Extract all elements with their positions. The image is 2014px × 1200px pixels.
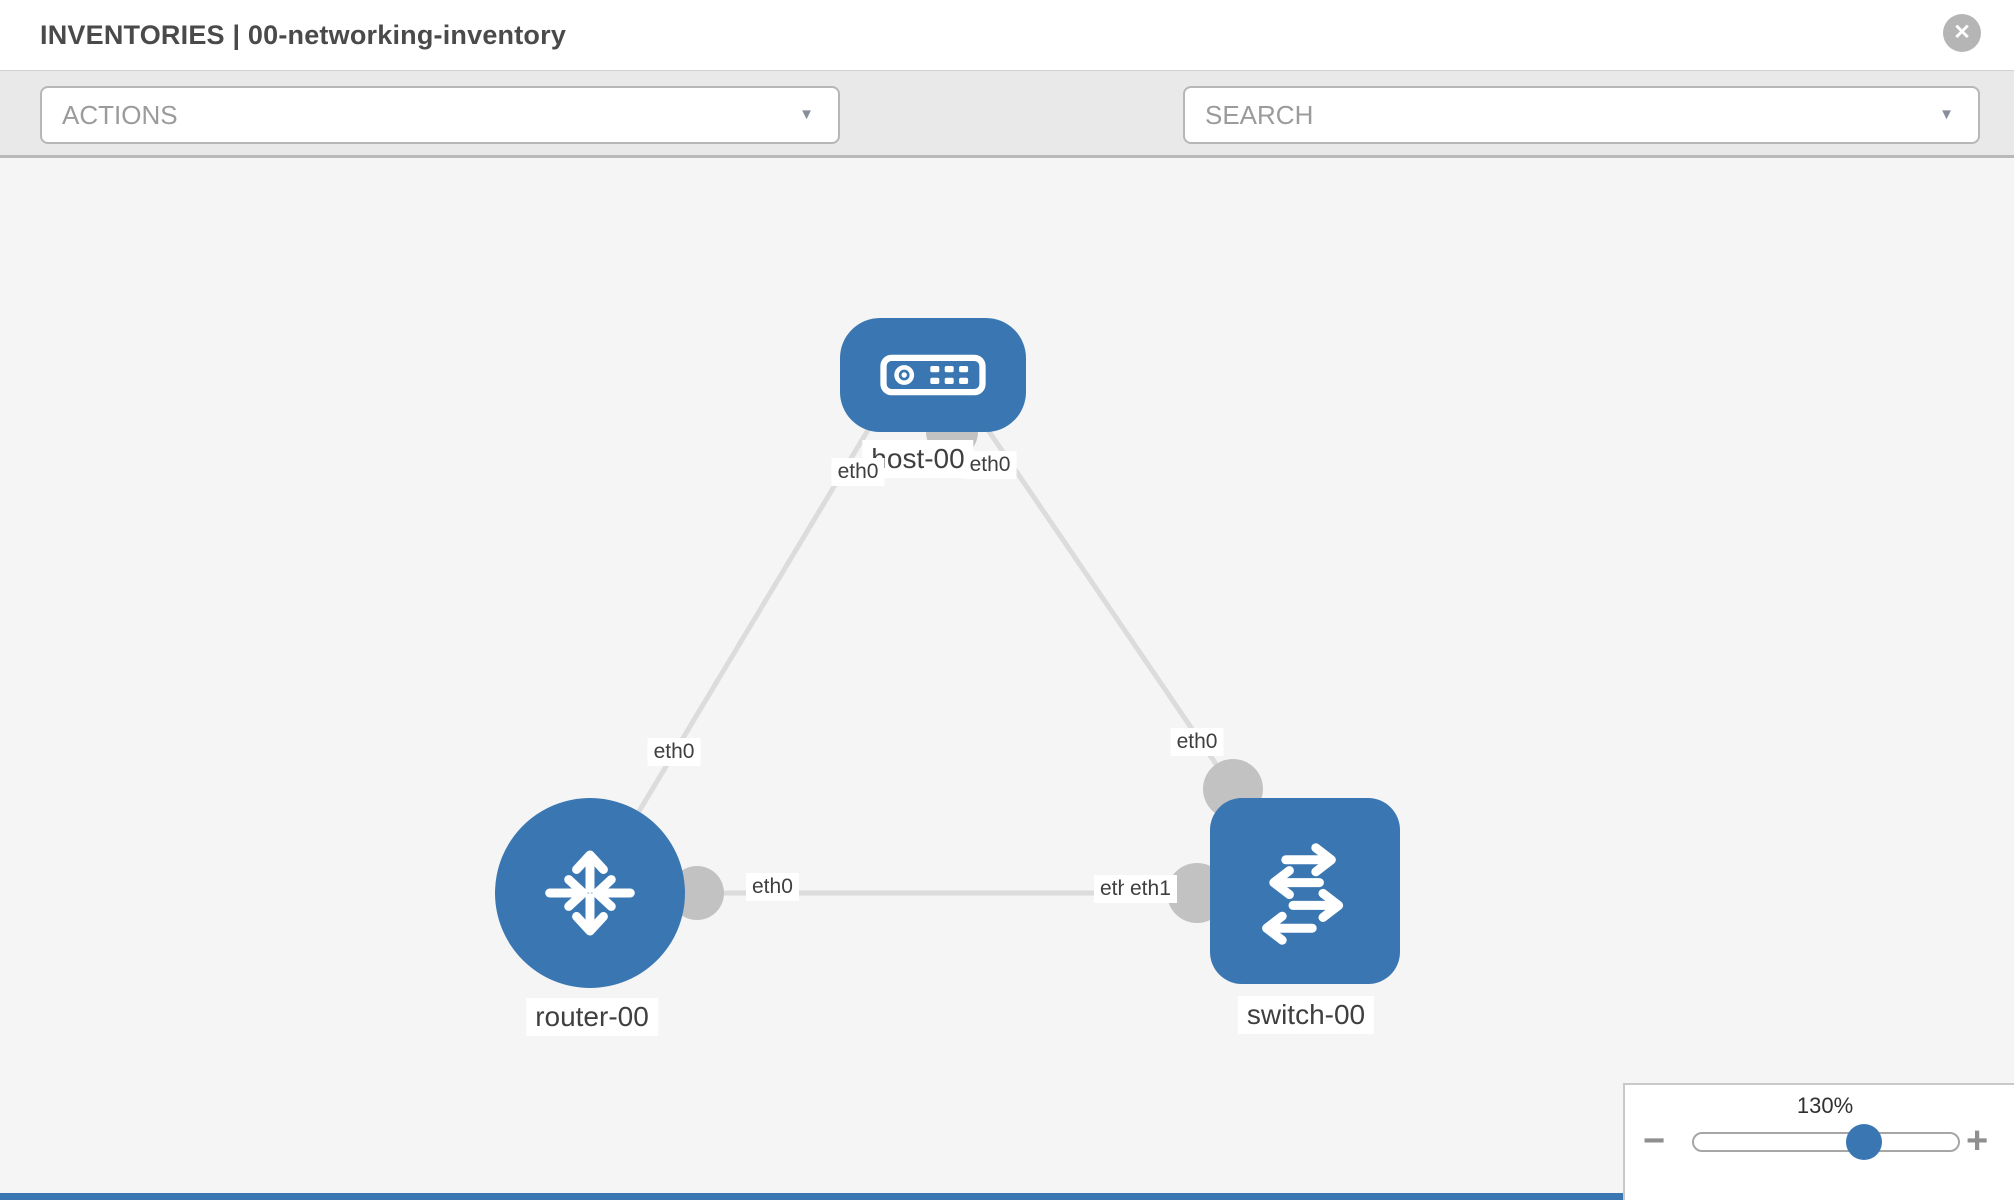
interface-label-host-eth0-right: eth0 [963,451,1017,479]
bottom-accent-bar [0,1193,1623,1200]
zoom-out-button[interactable]: − [1643,1120,1666,1162]
node-label-switch: switch-00 [1237,996,1375,1034]
interface-label-switch-link-eth0: eth0 [1170,728,1224,756]
node-switch-00[interactable] [1210,798,1400,984]
close-icon: ✕ [1953,21,1971,44]
chevron-down-icon: ▼ [799,106,814,123]
zoom-level-readout: 130% [1796,1093,1854,1118]
node-router-00[interactable] [495,798,685,988]
host-icon [880,354,986,396]
chevron-down-icon: ▼ [1939,106,1954,123]
close-button[interactable]: ✕ [1943,14,1981,52]
zoom-in-button[interactable]: + [1966,1120,1989,1162]
router-icon [545,850,635,936]
search-input[interactable]: SEARCH ▼ [1183,86,1980,144]
actions-dropdown[interactable]: ACTIONS ▼ [40,86,840,144]
node-host-00[interactable] [840,318,1026,432]
interface-label-router-link-eth0: eth0 [647,738,701,766]
search-placeholder: SEARCH [1205,100,1314,130]
zoom-control-panel: 130% − + [1623,1083,2014,1200]
page-title: INVENTORIES | 00-networking-inventory [40,20,567,50]
topology-links-layer [587,406,1263,923]
toolbar: ACTIONS ▼ SEARCH ▼ [0,70,2014,201]
actions-dropdown-label: ACTIONS [62,100,178,130]
interface-label-host-eth0-left: eth0 [831,458,885,486]
interface-label-switch-eth1: eth1 [1124,875,1177,903]
topology-canvas[interactable]: host-00 router-00 switch-00 eth0 eth0 et… [0,158,2014,1200]
interface-label-router-eth0: eth0 [746,873,799,901]
switch-icon [1262,843,1344,945]
header-bar: INVENTORIES | 00-networking-inventory ✕ [0,0,2014,70]
zoom-slider-track[interactable] [1692,1132,1960,1152]
node-label-router: router-00 [526,998,658,1036]
zoom-slider-thumb[interactable] [1846,1124,1882,1160]
